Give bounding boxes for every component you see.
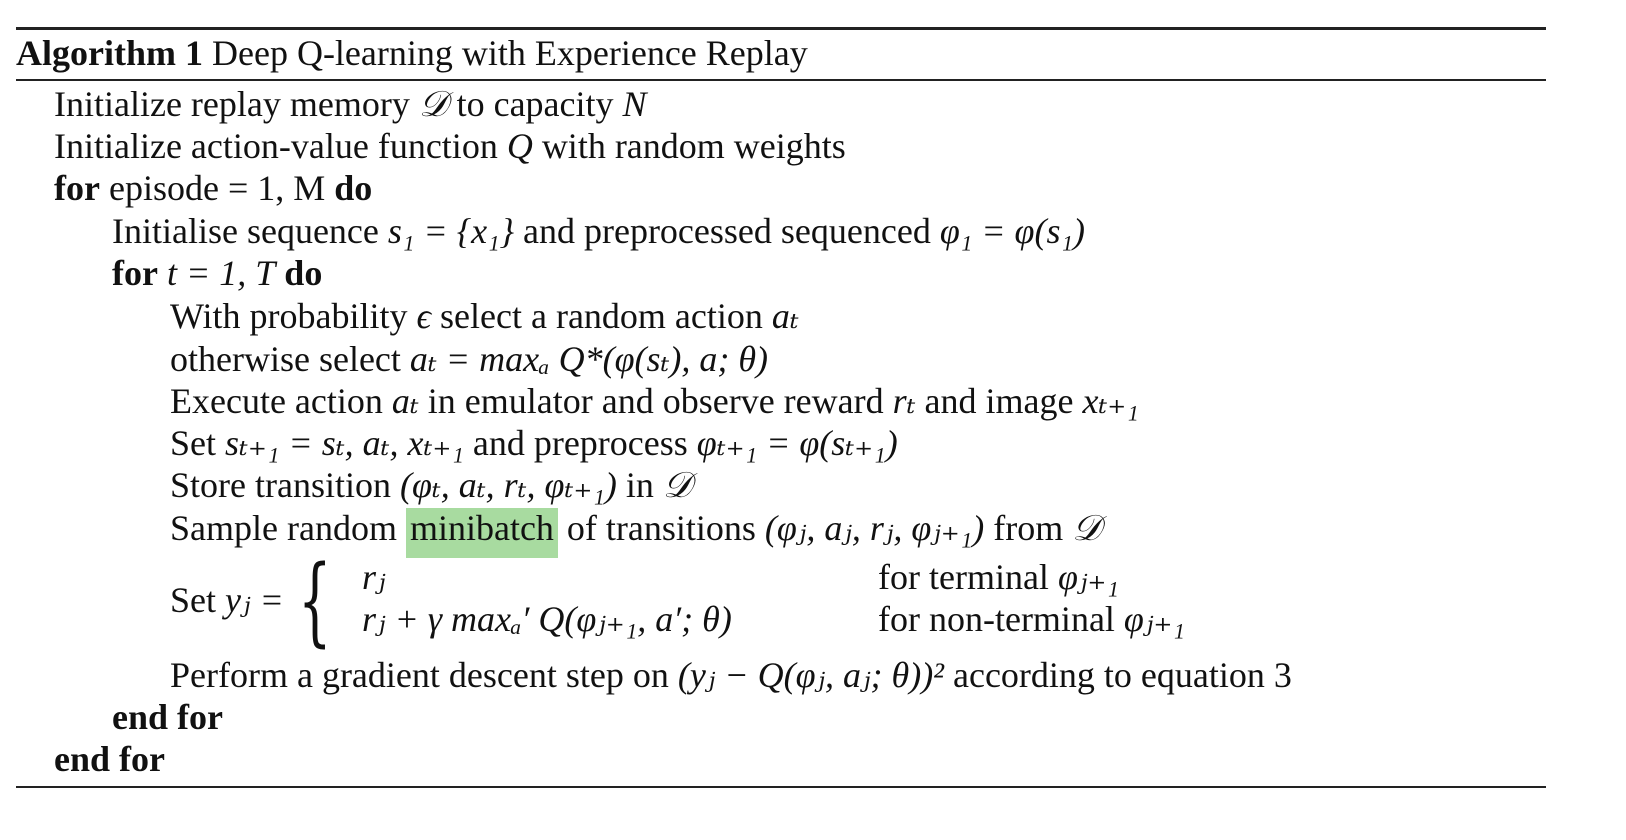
case1-condition: for terminal φⱼ₊₁ xyxy=(878,557,1119,597)
line-for-episode: for episode = 1, M do xyxy=(54,168,373,208)
case2-expression: rⱼ + γ maxₐ′ Q(φⱼ₊₁, a′; θ) xyxy=(362,599,732,639)
line-gradient: Perform a gradient descent step on (yⱼ −… xyxy=(170,655,1292,695)
line-init-memory: Initialize replay memory 𝒟 to capacity N xyxy=(54,84,647,125)
line-store: Store transition (φₜ, aₜ, rₜ, φₜ₊₁) in 𝒟 xyxy=(170,465,692,506)
line-execute: Execute action aₜ in emulator and observ… xyxy=(170,381,1139,421)
algorithm-title: Deep Q-learning with Experience Replay xyxy=(211,33,808,73)
cases-brace: { xyxy=(298,545,332,657)
line-with-probability: With probability ϵ select a random actio… xyxy=(170,296,799,336)
highlighted-word: minibatch xyxy=(405,508,558,558)
algorithm-label: Algorithm 1 xyxy=(16,33,203,73)
line-end-for-inner: end for xyxy=(112,697,223,737)
line-for-t: for t = 1, T do xyxy=(112,253,323,293)
line-set-y: Set yⱼ = xyxy=(170,580,284,620)
header-rule xyxy=(16,79,1546,81)
bottom-rule xyxy=(16,786,1546,788)
top-rule xyxy=(16,27,1546,30)
line-init-seq: Initialise sequence s₁ = {x₁} and prepro… xyxy=(112,211,1085,251)
case2-condition: for non-terminal φⱼ₊₁ xyxy=(878,599,1185,639)
line-set-s: Set sₜ₊₁ = sₜ, aₜ, xₜ₊₁ and preprocess φ… xyxy=(170,423,898,463)
case1-expression: rⱼ xyxy=(362,557,386,597)
line-sample: Sample random minibatch of transitions (… xyxy=(170,506,1101,558)
line-end-for-outer: end for xyxy=(54,739,165,779)
line-otherwise: otherwise select aₜ = maxₐ Q*(φ(sₜ), a; … xyxy=(170,339,769,379)
algorithm-header: Algorithm 1 Deep Q-learning with Experie… xyxy=(16,28,808,78)
line-init-q: Initialize action-value function Q with … xyxy=(54,126,846,166)
